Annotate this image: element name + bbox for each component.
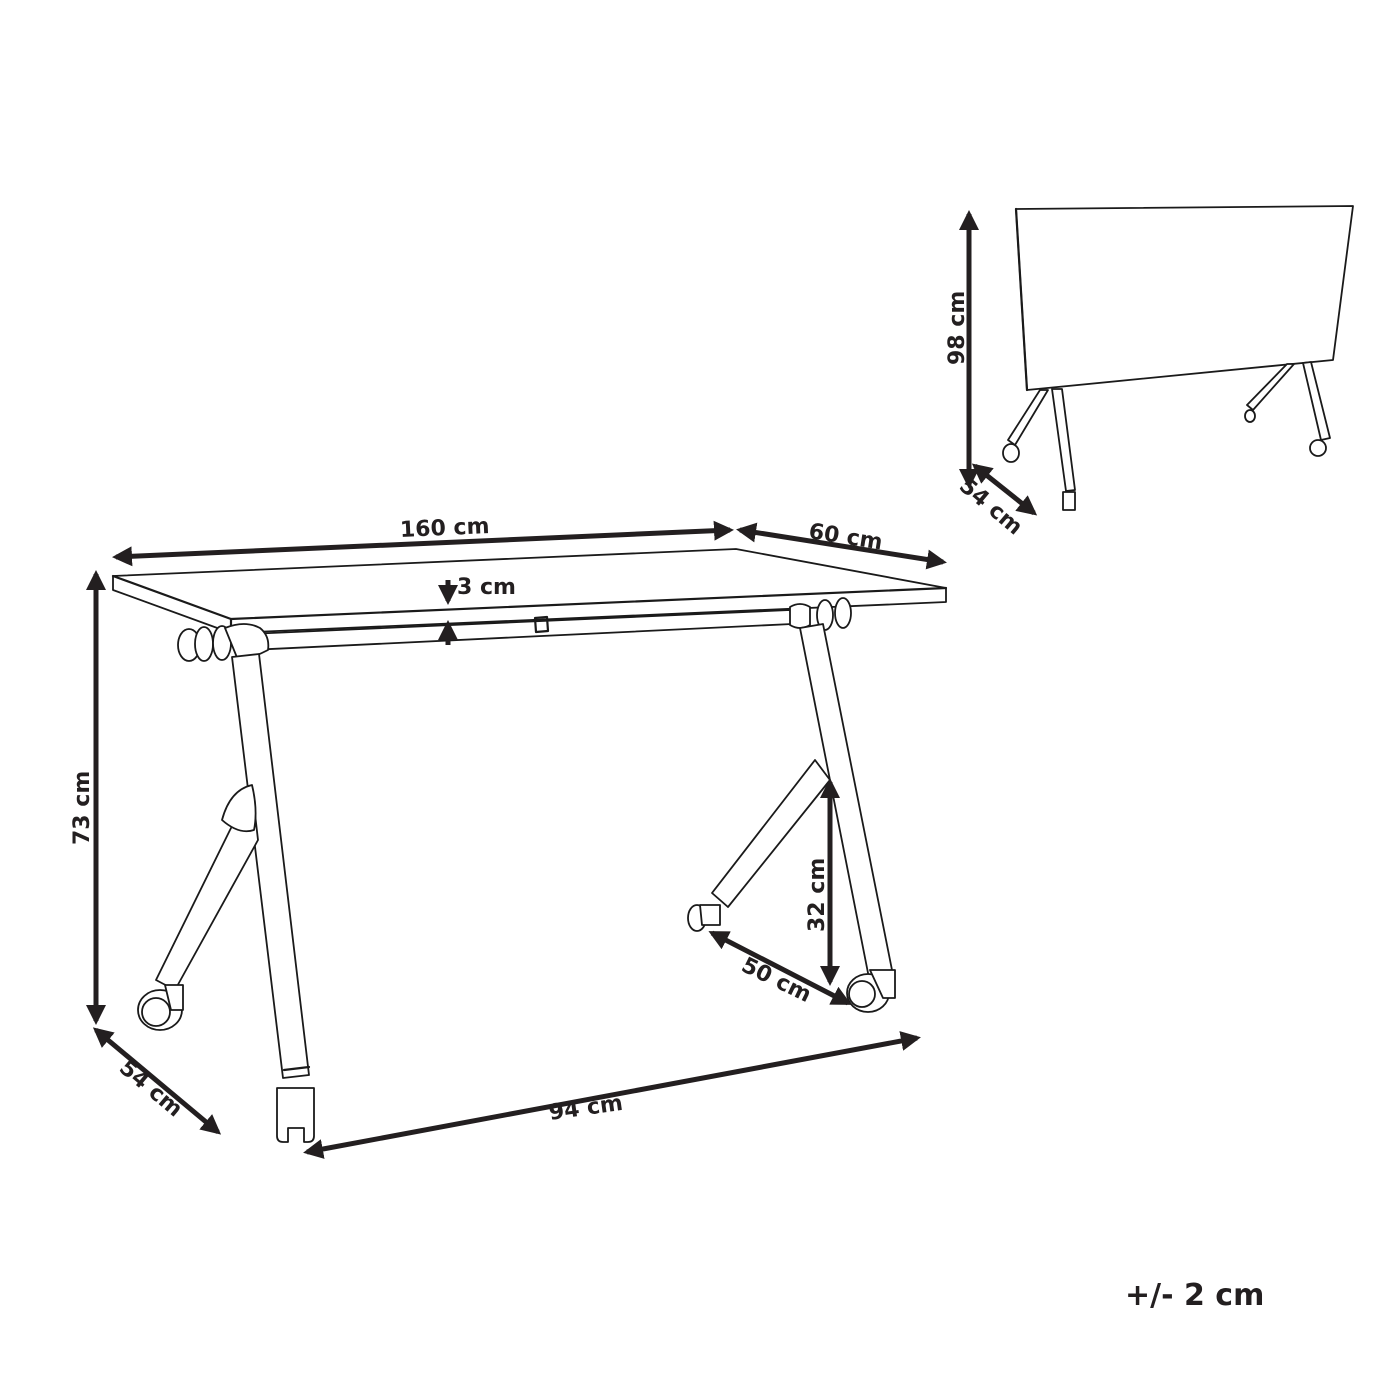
dimension-length: 160 cm — [112, 514, 734, 567]
dimension-leg-span: 94 cm — [303, 1031, 921, 1159]
tolerance-note: +/- 2 cm — [1125, 1278, 1265, 1313]
label-brace-height: 32 cm — [805, 858, 830, 932]
label-width: 60 cm — [807, 519, 884, 555]
label-top-thickness: 3 cm — [457, 575, 516, 600]
dimension-height: 73 cm — [70, 570, 106, 1025]
label-leg-span: 94 cm — [547, 1091, 624, 1126]
rear-caster-wheel-icon — [687, 904, 721, 932]
label-folded-depth: 54 cm — [954, 473, 1027, 540]
dimension-brace-height: 32 cm — [805, 778, 840, 986]
label-base-depth: 54 cm — [114, 1055, 187, 1122]
dimension-folded-depth: 54 cm — [954, 463, 1038, 540]
dimension-base-depth: 54 cm — [92, 1027, 222, 1135]
right-hinge-icon — [789, 597, 852, 631]
dimension-top-thickness: 3 cm — [438, 575, 516, 645]
label-height: 73 cm — [70, 771, 95, 845]
label-brace-length: 50 cm — [737, 953, 815, 1008]
label-folded-height: 98 cm — [945, 291, 970, 365]
folded-desk-illustration — [1002, 205, 1354, 511]
right-caster-wheel-icon — [846, 969, 896, 1013]
left-hinge-knob-icon — [177, 623, 270, 662]
dimension-folded-height: 98 cm — [945, 210, 979, 489]
left-caster-wheel-icon — [137, 984, 184, 1031]
main-desk-illustration — [111, 548, 948, 1143]
label-length: 160 cm — [399, 514, 490, 543]
